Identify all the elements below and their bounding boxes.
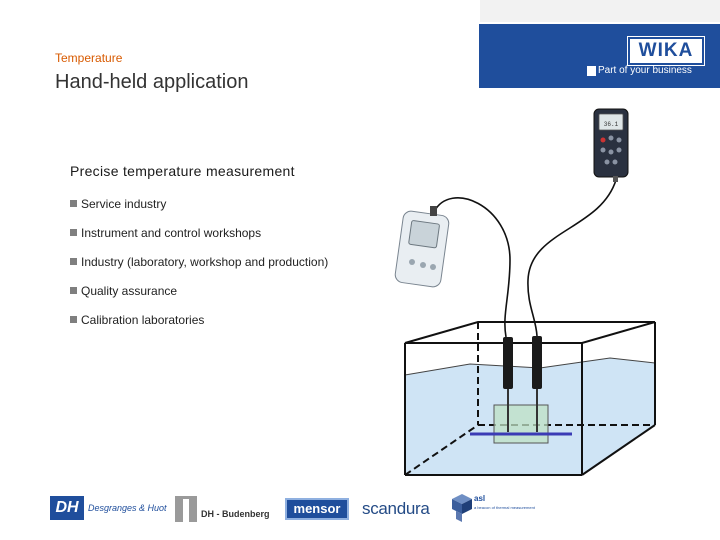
header-strip <box>480 0 720 22</box>
dh-budenberg-logo[interactable]: DH - Budenberg <box>175 496 270 524</box>
bullet-square-icon <box>70 316 77 323</box>
handheld-thermometer-white <box>394 206 450 288</box>
bullet-square-icon <box>70 258 77 265</box>
tagline-mark-icon <box>587 66 596 76</box>
wika-logo[interactable]: WIKA <box>627 36 705 66</box>
asl-cube-icon <box>452 494 472 522</box>
bullet-text: Service industry <box>81 197 167 211</box>
bullet-item: Instrument and control workshops <box>70 225 328 254</box>
bullet-list: Service industry Instrument and control … <box>70 196 328 341</box>
probe-right-handle <box>532 336 542 389</box>
dh-mark: DH <box>50 496 84 520</box>
dhb-name: DH - Budenberg <box>201 509 270 519</box>
dh-name: Desgranges & Huot <box>88 503 167 513</box>
asl-subtitle: a beacon of thermal measurement <box>474 505 535 510</box>
bullet-text: Calibration laboratories <box>81 313 205 327</box>
bullet-square-icon <box>70 229 77 236</box>
partner-logo-strip: DH Desgranges & Huot DH - Budenberg mens… <box>0 488 720 528</box>
brand-tagline: Part of your business <box>598 65 692 76</box>
bullet-square-icon <box>70 200 77 207</box>
scandura-logo[interactable]: scandura <box>362 499 430 518</box>
device-display-readout: 36.1 <box>604 121 619 128</box>
bath-right-bottom-edge <box>581 424 656 476</box>
asl-name: asl <box>474 494 486 503</box>
bullet-text: Quality assurance <box>81 284 178 298</box>
bullet-item: Calibration laboratories <box>70 312 328 341</box>
budenberg-mark-icon <box>175 496 197 522</box>
cable-right <box>527 179 617 337</box>
content-heading: Precise temperature measurement <box>70 163 295 179</box>
probe-left-handle <box>503 337 513 389</box>
bullet-text: Instrument and control workshops <box>81 226 262 240</box>
bullet-item: Service industry <box>70 196 328 225</box>
mensor-logo[interactable]: mensor <box>285 498 349 520</box>
desgranges-huot-logo[interactable]: DH Desgranges & Huot <box>50 496 180 524</box>
bullet-square-icon <box>70 287 77 294</box>
bath-top-rim <box>404 321 656 344</box>
handheld-thermometer-dark: 36.1 <box>593 108 629 182</box>
cable-left <box>433 197 511 338</box>
bullet-item: Industry (laboratory, workshop and produ… <box>70 254 328 283</box>
section-label: Temperature <box>55 51 123 65</box>
comparison-block <box>493 404 549 444</box>
bullet-text: Industry (laboratory, workshop and produ… <box>81 255 329 269</box>
page-title: Hand-held application <box>55 71 249 93</box>
bullet-item: Quality assurance <box>70 283 328 312</box>
calibration-bath-illustration: 36.1 <box>394 108 656 476</box>
wika-logo-text: WIKA <box>638 40 694 61</box>
bath-back-bottom-edge <box>404 424 479 476</box>
asl-logo[interactable]: asl a beacon of thermal measurement <box>452 492 542 524</box>
